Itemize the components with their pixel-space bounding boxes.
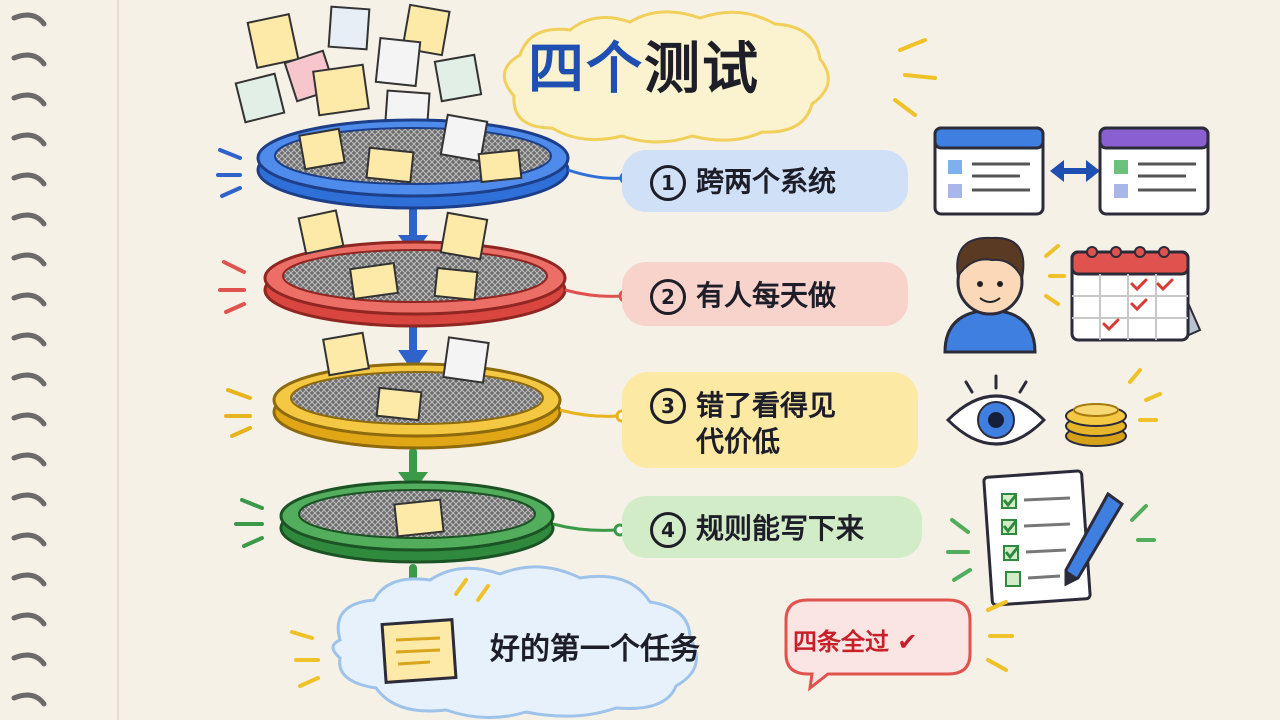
person-sparkles: [1044, 244, 1066, 306]
notebook-spiral: [11, 0, 119, 720]
document-icon: [380, 618, 458, 684]
eye-icon: [945, 374, 1047, 446]
step-number-3: 3: [650, 388, 686, 424]
step-number-2: 2: [650, 279, 686, 315]
checklist-icon: [982, 469, 1092, 607]
step-label-3: 错了看得见 代价低: [696, 388, 836, 460]
page-title: 四个测试: [528, 30, 858, 110]
step-number-1: 1: [650, 165, 686, 201]
step-label-1: 跨两个系统: [696, 165, 837, 198]
check-icon: ✔: [897, 628, 918, 656]
person-icon: [943, 236, 1037, 354]
badge-bubble: [784, 598, 972, 692]
step-label-3-line1: 错了看得见: [696, 389, 837, 422]
window-icon: [933, 126, 1045, 216]
double-arrow-icon: [1050, 160, 1100, 182]
title-cloud: [503, 10, 830, 144]
outcome-label: 好的第一个任务: [490, 632, 700, 667]
sieve-red: [263, 240, 567, 328]
title-sparkles: [893, 38, 937, 117]
outcome-sparkles: [290, 578, 490, 688]
pen-icon: [1064, 491, 1124, 587]
notes-on-sieves: [297, 113, 523, 538]
step-tag-1: 1 跨两个系统: [650, 165, 836, 201]
checklist-sparkles: [946, 504, 1156, 582]
side-sparkles: [216, 148, 264, 548]
calendar-icon: [1070, 246, 1202, 342]
step-label-4: 规则能写下来: [696, 512, 865, 545]
step-number-4: 4: [650, 512, 686, 548]
title-first-part: 四个: [528, 37, 644, 102]
badge-sparkles: [986, 600, 1014, 672]
step-tag-4: 4 规则能写下来: [650, 512, 864, 548]
connectors: [552, 168, 633, 537]
window-icon: [1098, 126, 1210, 216]
tag-backgrounds: [622, 150, 922, 558]
step-label-2: 有人每天做: [696, 279, 837, 312]
falling-notes: [234, 3, 483, 139]
all-pass-badge: 四条全过 ✔: [793, 624, 917, 660]
step-tag-3: 3 错了看得见 代价低: [650, 388, 836, 460]
step-label-3-line2: 代价低: [696, 425, 781, 458]
badge-text: 四条全过: [793, 628, 889, 656]
title-second-part: 测试: [644, 37, 760, 102]
step-tag-2: 2 有人每天做: [650, 279, 836, 315]
coin-stack-icon: [1065, 403, 1127, 447]
coin-sparkles: [1128, 368, 1162, 422]
